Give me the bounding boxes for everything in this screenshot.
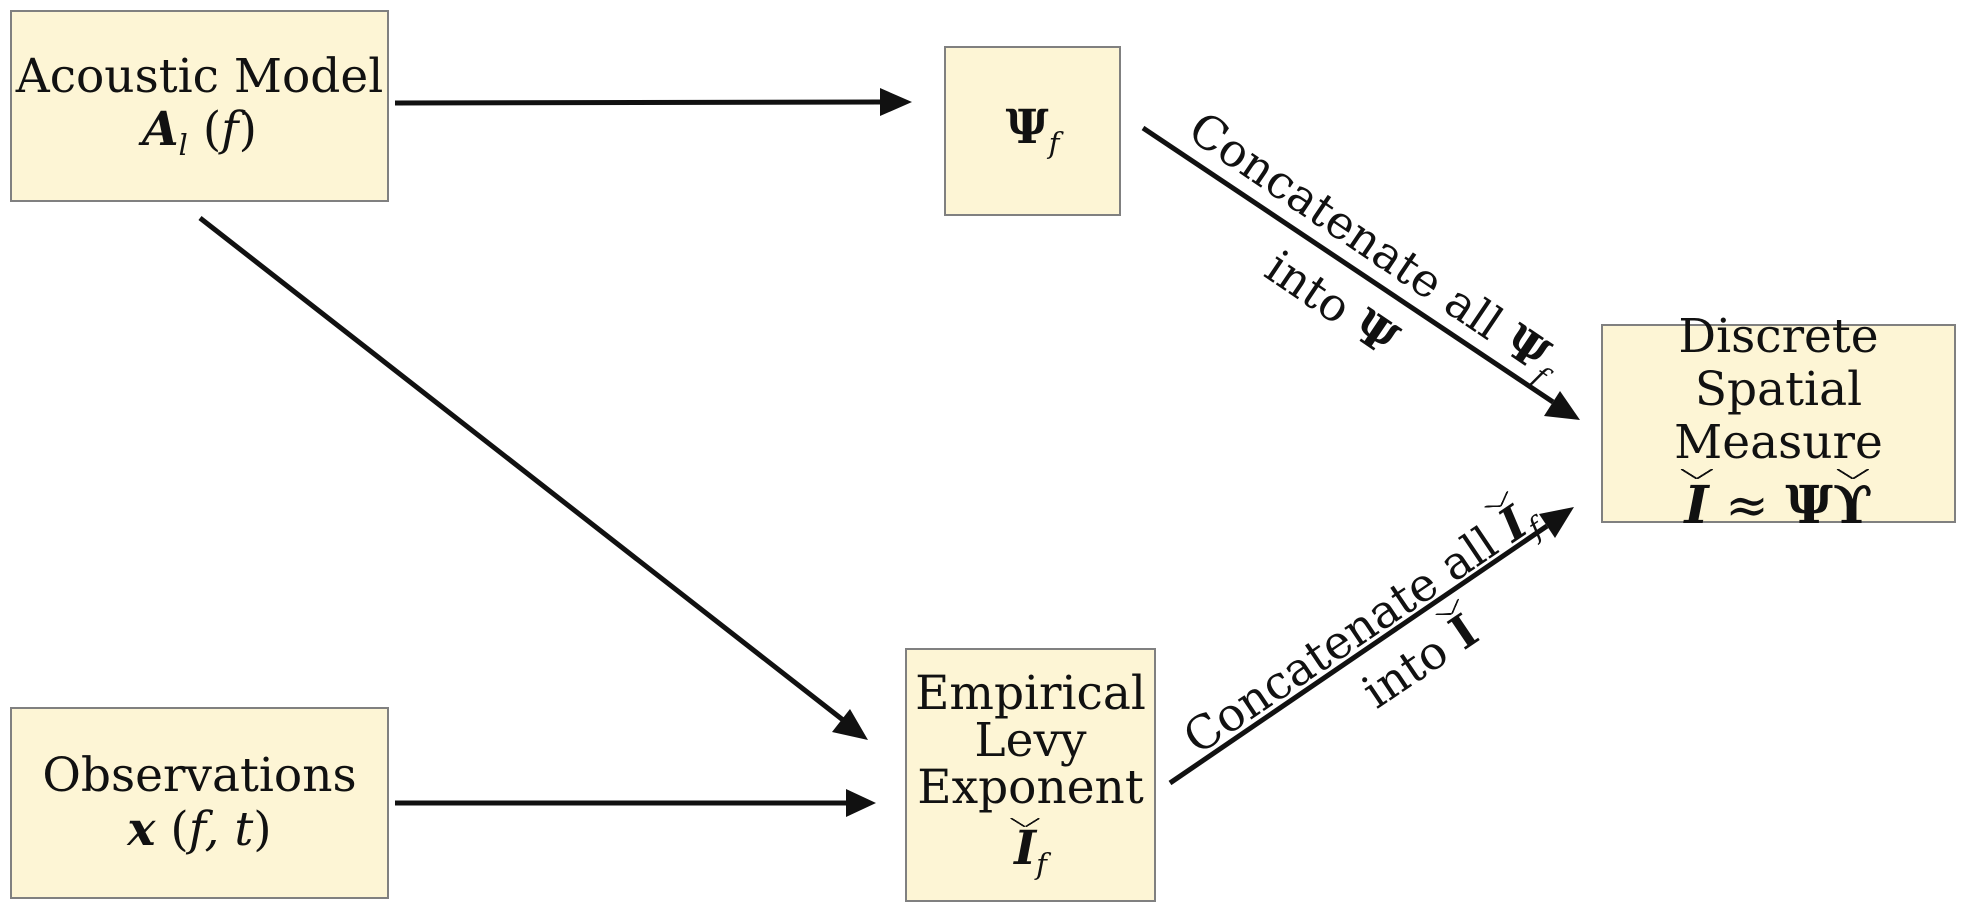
acoustic-model-formula: Al (f) [142,103,257,162]
levy-concat-target: I [1439,603,1488,661]
acoustic-model-box: Acoustic Model Al (f) [10,10,389,202]
arrowhead-acoustic-to-psi [880,88,912,116]
arrowhead-psi-to-measure [1544,391,1580,420]
acoustic-model-title: Acoustic Model [15,48,384,104]
observations-close-paren: ) [253,802,272,857]
acoustic-model-subscript: l [178,128,188,163]
observations-open-paren: ( [170,802,189,857]
empirical-levy-line1: Empirical [915,666,1146,722]
acoustic-model-args: f [221,102,239,158]
psi-f-subscript: f [1048,126,1060,161]
spatial-measure-line1: Discrete Spatial [1678,309,1879,418]
spatial-measure-line2: Measure [1674,414,1883,470]
psi-f-box: Ψf [944,46,1121,216]
empirical-levy-symbol: I [1014,821,1037,877]
empirical-levy-box: Empirical Levy Exponent If [905,648,1156,902]
observations-symbol: x [127,802,156,857]
acoustic-model-open-paren: ( [202,102,222,158]
observations-formula: x (f, t) [127,803,271,857]
empirical-levy-formula: If [1014,825,1047,879]
arrow-levy-to-measure [1168,523,1549,786]
spatial-measure-psi: Ψ [1785,475,1833,537]
spatial-measure-box: Discrete Spatial Measure I ≈ Ψϒ [1601,311,1956,535]
arrow-acoustic-to-psi [394,99,881,106]
arrow-psi-to-measure [1141,125,1555,405]
empirical-levy-line2: Levy [974,713,1087,769]
spatial-measure-formula: I ≈ Ψϒ [1684,475,1873,537]
empirical-levy-line3: Exponent [917,760,1144,816]
observations-args: f, t [188,802,254,857]
psi-f-formula: Ψf [1006,101,1060,160]
spatial-measure-upsilon: ϒ [1832,475,1873,537]
arrowhead-acoustic-to-levy [832,709,868,740]
spatial-measure-lhs: I [1684,475,1709,537]
acoustic-model-close-paren: ) [238,102,257,158]
observations-box: Observations x (f, t) [10,707,389,899]
observations-title: Observations [42,748,357,804]
psi-symbol: Ψ [1005,100,1049,156]
empirical-levy-subscript: f [1036,847,1047,882]
acoustic-model-symbol: A [142,102,179,158]
arrowhead-levy-to-measure [1539,507,1574,538]
arrow-acoustic-to-levy [198,216,845,722]
spatial-measure-approx: ≈ [1725,476,1769,537]
arrowhead-observations-to-levy [846,789,876,817]
